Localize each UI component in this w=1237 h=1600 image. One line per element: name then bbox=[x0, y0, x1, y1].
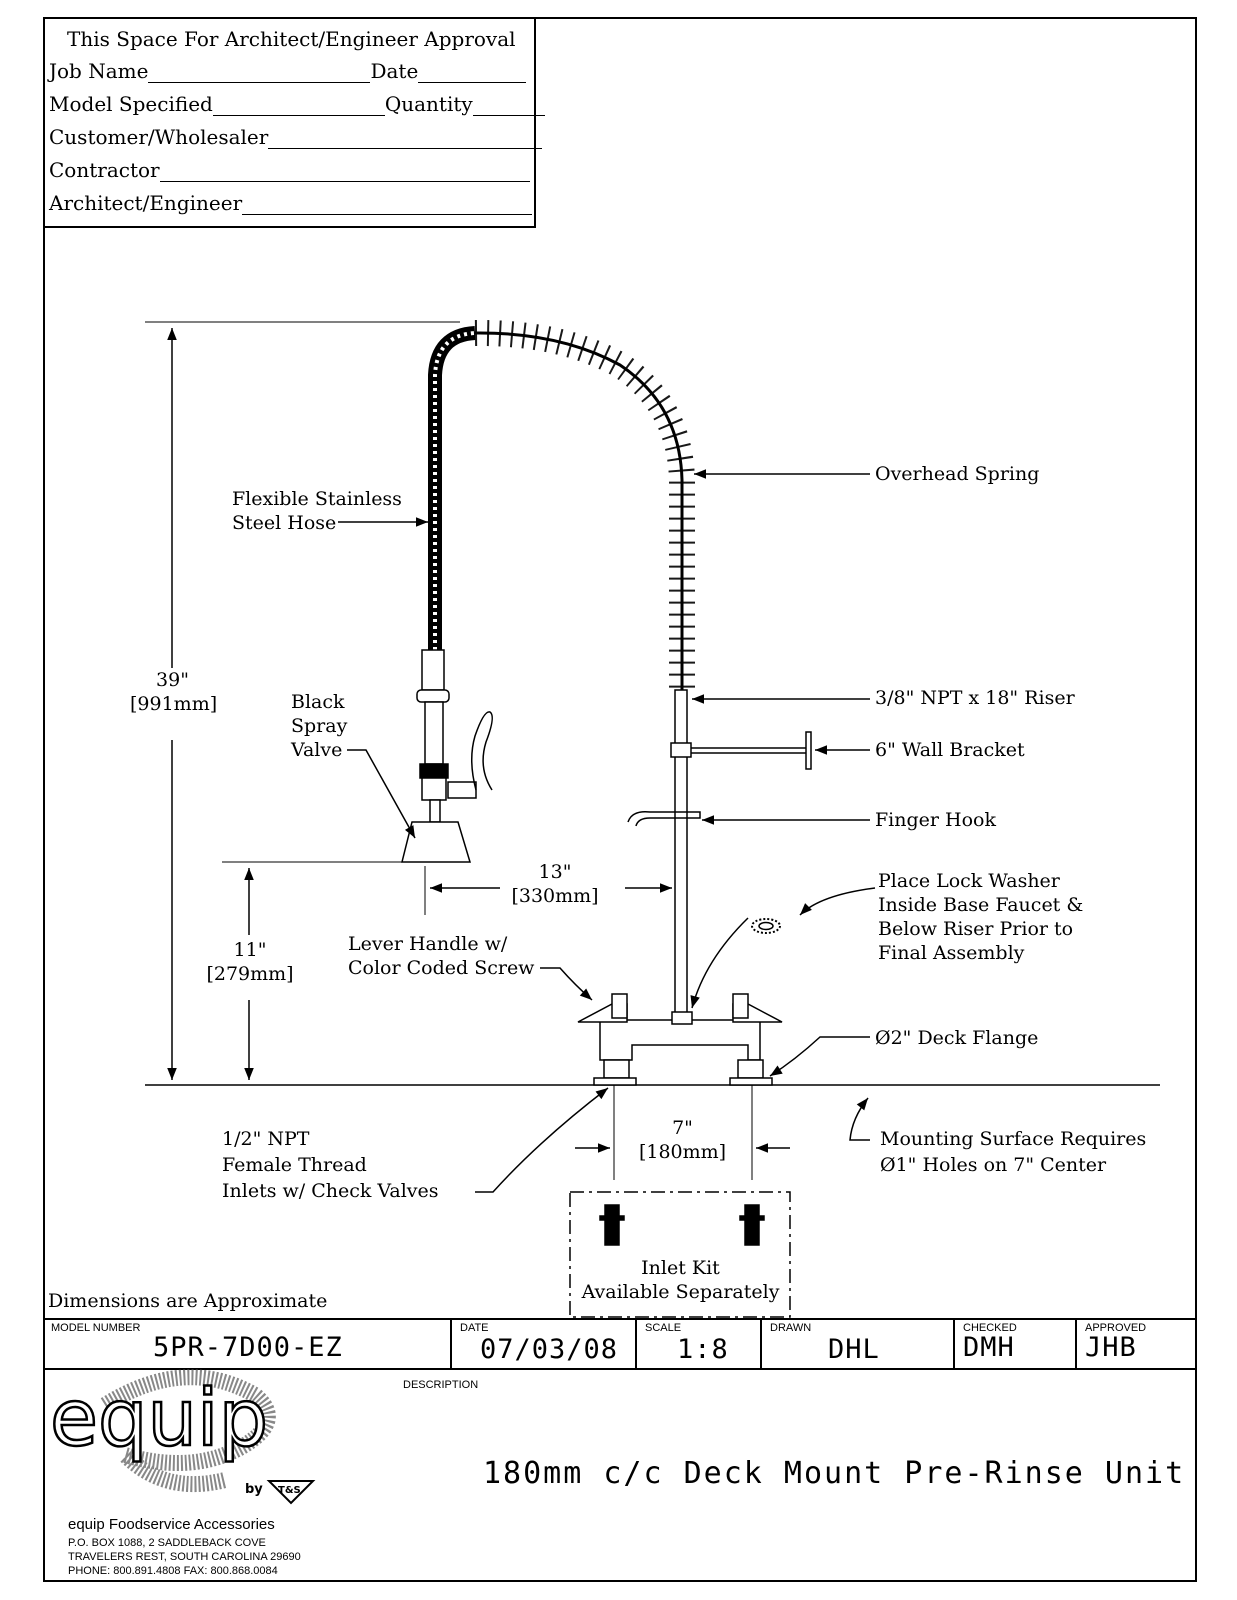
deck-flange-label: Ø2" Deck Flange bbox=[875, 1027, 1039, 1049]
checked-value: DMH bbox=[963, 1332, 1015, 1363]
company-phone: PHONE: 800.891.4808 FAX: 800.868.0084 bbox=[68, 1565, 278, 1577]
date-label: Date bbox=[370, 59, 419, 83]
architect-label: Architect/Engineer bbox=[49, 191, 243, 215]
logo-ts: T&S bbox=[278, 1485, 301, 1496]
inlet-kit-label: Inlet Kit Available Separately bbox=[578, 1256, 783, 1304]
date-value: 07/03/08 bbox=[480, 1334, 619, 1365]
height-total-mm: [991mm] bbox=[130, 693, 218, 715]
company-address2: TRAVELERS REST, SOUTH CAROLINA 29690 bbox=[68, 1551, 301, 1563]
center-label: 7" [180mm] bbox=[630, 1116, 735, 1164]
model-specified-field: Model Specified Quantity bbox=[49, 92, 545, 116]
finger-hook-label: Finger Hook bbox=[875, 809, 996, 831]
customer-label: Customer/Wholesaler bbox=[49, 125, 269, 149]
reach-label: 13" [330mm] bbox=[505, 860, 605, 908]
mounting-line1: Mounting Surface Requires bbox=[880, 1128, 1147, 1150]
contractor-label: Contractor bbox=[49, 158, 160, 182]
title-block: MODEL NUMBER 5PR-7D00-EZ DATE 07/03/08 S… bbox=[43, 1318, 1197, 1582]
height-total-label: 39" [991mm] bbox=[130, 668, 218, 716]
inlets-line1: 1/2" NPT bbox=[222, 1128, 310, 1150]
model-specified-label: Model Specified bbox=[49, 92, 213, 116]
spray-valve-line2: Spray bbox=[291, 715, 348, 737]
center-mm: [180mm] bbox=[638, 1141, 727, 1163]
checked-label: CHECKED bbox=[963, 1322, 1017, 1334]
equip-logo: equip by T&S bbox=[49, 1369, 316, 1505]
approval-heading: This Space For Architect/Engineer Approv… bbox=[67, 27, 516, 51]
spray-height-inches: 11" bbox=[233, 939, 267, 961]
hose-label-line1: Flexible Stainless bbox=[232, 488, 402, 510]
lock-washer-line4: Final Assembly bbox=[878, 942, 1025, 964]
spray-height-label: 11" [279mm] bbox=[205, 938, 295, 986]
approval-box: This Space For Architect/Engineer Approv… bbox=[43, 17, 545, 228]
hose-label: Flexible Stainless Steel Hose bbox=[232, 487, 402, 535]
drawing-frame bbox=[43, 17, 1197, 1582]
spray-valve-line3: Valve bbox=[291, 739, 343, 761]
model-number-value: 5PR-7D00-EZ bbox=[153, 1332, 343, 1363]
wall-bracket-label: 6" Wall Bracket bbox=[875, 739, 1025, 761]
spray-valve-line1: Black bbox=[291, 691, 345, 713]
logo-wordmark: equip bbox=[50, 1374, 268, 1464]
overhead-spring-label: Overhead Spring bbox=[875, 463, 1040, 485]
company-name: equip Foodservice Accessories bbox=[68, 1516, 275, 1533]
height-total-inches: 39" bbox=[156, 669, 189, 691]
inlet-kit-line2: Available Separately bbox=[581, 1281, 780, 1303]
mounting-line2: Ø1" Holes on 7" Center bbox=[880, 1154, 1107, 1176]
date-label: DATE bbox=[460, 1322, 489, 1334]
lever-handle-line2: Color Coded Screw bbox=[348, 957, 535, 979]
inlets-label: 1/2" NPT Female Thread Inlets w/ Check V… bbox=[222, 1126, 439, 1204]
inlets-line3: Inlets w/ Check Valves bbox=[222, 1180, 439, 1202]
lever-handle-label: Lever Handle w/ Color Coded Screw bbox=[348, 932, 534, 980]
model-number-cell: MODEL NUMBER 5PR-7D00-EZ bbox=[43, 1318, 452, 1368]
model-number-label: MODEL NUMBER bbox=[51, 1322, 141, 1334]
quantity-label: Quantity bbox=[384, 92, 473, 116]
reach-mm: [330mm] bbox=[511, 885, 599, 907]
approved-label: APPROVED bbox=[1085, 1322, 1147, 1334]
drawn-value: DHL bbox=[828, 1334, 880, 1365]
spray-height-mm: [279mm] bbox=[206, 963, 294, 985]
scale-cell: SCALE 1:8 bbox=[637, 1318, 762, 1368]
mounting-label: Mounting Surface Requires Ø1" Holes on 7… bbox=[880, 1126, 1146, 1178]
lock-washer-label: Place Lock Washer Inside Base Faucet & B… bbox=[878, 869, 1083, 965]
drawn-cell: DRAWN DHL bbox=[762, 1318, 955, 1368]
approved-cell: APPROVED JHB bbox=[1077, 1318, 1197, 1368]
lever-handle-line1: Lever Handle w/ bbox=[348, 933, 508, 955]
checked-cell: CHECKED DMH bbox=[955, 1318, 1077, 1368]
customer-field: Customer/Wholesaler bbox=[49, 125, 543, 149]
lock-washer-line1: Place Lock Washer bbox=[878, 870, 1060, 892]
job-name-label: Job Name bbox=[49, 59, 149, 83]
riser-label: 3/8" NPT x 18" Riser bbox=[875, 687, 1075, 709]
reach-inches: 13" bbox=[538, 861, 572, 883]
scale-label: SCALE bbox=[645, 1322, 682, 1334]
lock-washer-line3: Below Riser Prior to bbox=[878, 918, 1074, 940]
architect-field: Architect/Engineer bbox=[49, 191, 533, 215]
scale-value: 1:8 bbox=[677, 1334, 729, 1365]
dimensions-note: Dimensions are Approximate bbox=[48, 1290, 328, 1312]
ts-logo-icon bbox=[266, 1480, 316, 1505]
company-address1: P.O. BOX 1088, 2 SADDLEBACK COVE bbox=[68, 1537, 266, 1549]
center-inches: 7" bbox=[672, 1117, 693, 1139]
inlet-kit-line1: Inlet Kit bbox=[641, 1257, 720, 1279]
description-label: DESCRIPTION bbox=[403, 1379, 479, 1391]
lock-washer-line2: Inside Base Faucet & bbox=[878, 894, 1084, 916]
logo-by: by bbox=[245, 1482, 263, 1497]
hose-label-line2: Steel Hose bbox=[232, 512, 337, 534]
approved-value: JHB bbox=[1085, 1332, 1137, 1363]
drawn-label: DRAWN bbox=[770, 1322, 812, 1334]
job-name-field: Job Name Date bbox=[49, 59, 527, 83]
date-cell: DATE 07/03/08 bbox=[452, 1318, 637, 1368]
spray-valve-label: Black Spray Valve bbox=[291, 690, 347, 762]
contractor-field: Contractor bbox=[49, 158, 530, 182]
description-value: 180mm c/c Deck Mount Pre-Rinse Unit bbox=[483, 1456, 1186, 1491]
inlets-line2: Female Thread bbox=[222, 1154, 367, 1176]
